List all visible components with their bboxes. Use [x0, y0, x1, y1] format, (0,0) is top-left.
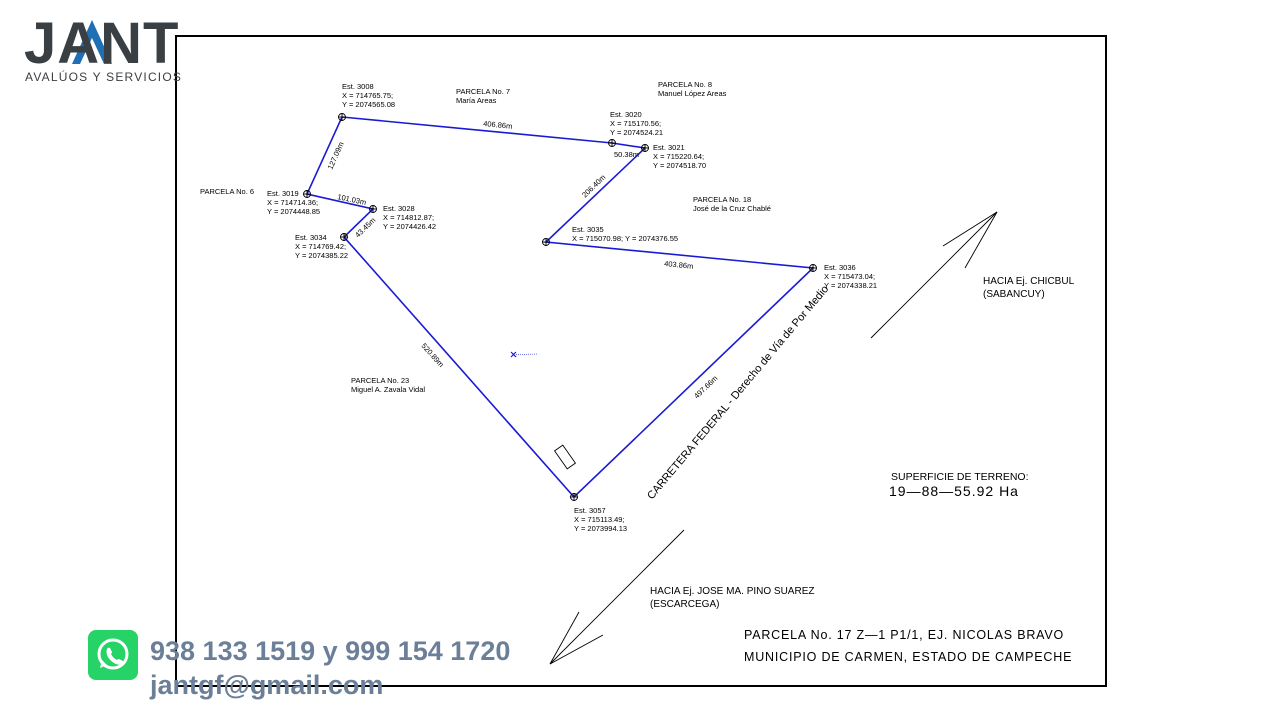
structure-outline [553, 444, 577, 470]
station-3034-label: Est. 3034 [295, 233, 327, 242]
station-3036-x: X = 715473.04; [824, 272, 875, 281]
parcel-18-owner: José de la Cruz Chablé [693, 204, 771, 213]
distance-3036-3057: 497.66m [692, 374, 719, 401]
station-markers [303, 113, 817, 501]
station-3019-y: Y = 2074448.85 [267, 207, 320, 216]
station-3057-y: Y = 2073994.13 [574, 524, 627, 533]
distance-3021-3035: 206.40m [580, 173, 607, 200]
whatsapp-icon[interactable] [88, 630, 138, 680]
station-marker-3036 [809, 264, 817, 272]
phone-numbers: 938 133 1519 y 999 154 1720 [150, 636, 511, 666]
station-3019-label: Est. 3019 [267, 189, 299, 198]
title-line1: PARCELA No. 17 Z—1 P1/1, EJ. NICOLAS BRA… [744, 628, 1064, 642]
direction-ne-line1: HACIA Ej. CHICBUL [983, 276, 1075, 287]
station-3028-x: X = 714812.87; [383, 213, 434, 222]
station-3057-label: Est. 3057 [574, 506, 606, 515]
station-marker-3028 [369, 205, 377, 213]
road-label: CARRETERA FEDERAL - Derecho de Vía de Po… [645, 283, 831, 502]
station-3021-label: Est. 3021 [653, 143, 685, 152]
distance-3020-3021: 50.38m [614, 150, 639, 159]
station-marker-3019 [303, 190, 311, 198]
house-roof-icon [72, 20, 112, 64]
parcel-23-owner: Miguel A. Zavala Vidal [351, 385, 425, 394]
parcel-18-title: PARCELA No. 18 [693, 195, 751, 204]
station-marker-3020 [608, 139, 616, 147]
distance-3034-3057: 520.89m [420, 341, 446, 369]
station-marker-3035 [542, 238, 550, 246]
station-3020-label: Est. 3020 [610, 110, 642, 119]
station-3021-x: X = 715220.64; [653, 152, 704, 161]
parcel-boundary [305, 116, 815, 499]
station-3036-label: Est. 3036 [824, 263, 856, 272]
station-marker-3008 [338, 113, 346, 121]
station-3034-y: Y = 2074385.22 [295, 251, 348, 260]
email-address[interactable]: jantgf@gmail.com [150, 670, 384, 700]
arrow-southwest-icon [549, 529, 685, 665]
station-3008-y: Y = 2074565.08 [342, 100, 395, 109]
station-marker-3057 [570, 493, 578, 501]
station-labels: Est. 3008 X = 714765.75; Y = 2074565.08 … [267, 82, 877, 533]
station-3008-label: Est. 3008 [342, 82, 374, 91]
station-marker-3034 [340, 233, 348, 241]
station-3034-x: X = 714769.42; [295, 242, 346, 251]
parcel-labels: PARCELA No. 7 María Areas PARCELA No. 8 … [200, 80, 771, 394]
station-3057-x: X = 715113.49; [574, 515, 625, 524]
station-marker-3021 [641, 144, 649, 152]
station-3035-xy: X = 715070.98; Y = 2074376.55 [572, 234, 678, 243]
brand-name: JANT [24, 11, 180, 76]
jant-logo [24, 14, 200, 84]
area-label: SUPERFICIE DE TERRENO: [891, 471, 1029, 483]
direction-sw-line1: HACIA Ej. JOSE MA. PINO SUAREZ [650, 586, 814, 597]
drawing-frame [175, 35, 1107, 687]
parcel-7-title: PARCELA No. 7 [456, 87, 510, 96]
distance-3008-3020: 406.86m [483, 119, 513, 131]
station-3020-y: Y = 2074524.21 [610, 128, 663, 137]
parcel-23-title: PARCELA No. 23 [351, 376, 409, 385]
area-value: 19—88—55.92 Ha [889, 483, 1019, 499]
survey-mark [510, 351, 539, 358]
distance-3028-3034: 43.45m [353, 216, 377, 240]
direction-sw-line2: (ESCARCEGA) [650, 599, 719, 610]
station-3028-y: Y = 2074426.42 [383, 222, 436, 231]
arrow-northeast-icon [870, 211, 998, 339]
brand-tagline: AVALÚOS Y SERVICIOS [25, 70, 183, 84]
station-3021-y: Y = 2074518.70 [653, 161, 706, 170]
station-3036-y: Y = 2074338.21 [824, 281, 877, 290]
parcel-7-owner: María Areas [456, 96, 497, 105]
station-3008-x: X = 714765.75; [342, 91, 393, 100]
direction-ne-line2: (SABANCUY) [983, 289, 1045, 300]
station-3019-x: X = 714714.36; [267, 198, 318, 207]
station-3035-label: Est. 3035 [572, 225, 604, 234]
parcel-6-title: PARCELA No. 6 [200, 187, 254, 196]
parcel-8-owner: Manuel López Areas [658, 89, 727, 98]
distance-3035-3036: 403.86m [664, 259, 694, 271]
parcel-8-title: PARCELA No. 8 [658, 80, 712, 89]
station-3028-label: Est. 3028 [383, 204, 415, 213]
station-3020-x: X = 715170.56; [610, 119, 661, 128]
title-line2: MUNICIPIO DE CARMEN, ESTADO DE CAMPECHE [744, 650, 1072, 664]
